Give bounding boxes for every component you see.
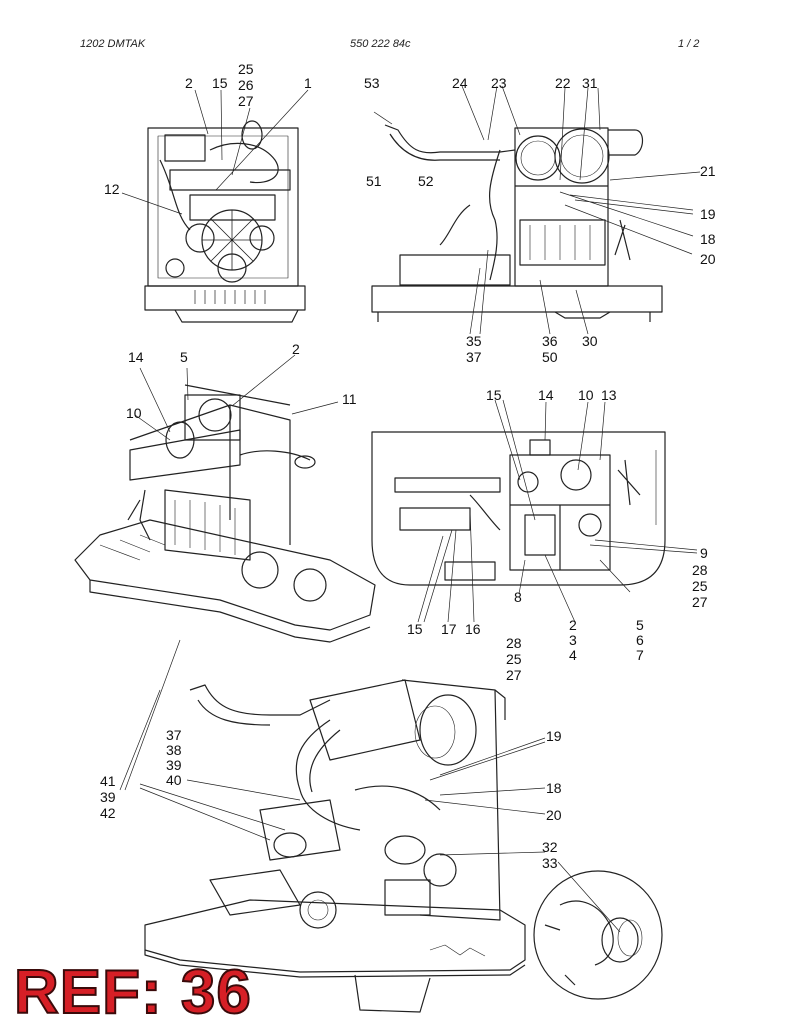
header-part-number: 550 222 84c: [350, 38, 411, 50]
callout-label: 6: [636, 632, 644, 648]
view-top: [371, 399, 698, 623]
callout-label: 30: [582, 333, 598, 349]
callouts-view-front: 2 15 25 26 27 1 12: [104, 61, 312, 197]
callout-label: 21: [700, 163, 716, 179]
callouts-view-top: 15 14 10 13 9 28 25 27 15 17 16 8 28 25 …: [407, 387, 708, 683]
callout-label: 23: [491, 75, 507, 91]
callout-label: 28: [506, 635, 522, 651]
callout-label: 8: [514, 589, 522, 605]
callout-label: 15: [486, 387, 502, 403]
callout-label: 11: [342, 391, 357, 407]
callout-label: 53: [364, 75, 380, 91]
callout-label: 18: [546, 780, 562, 796]
callout-label: 19: [546, 728, 562, 744]
callout-label: 38: [166, 742, 182, 758]
callout-label: 13: [601, 387, 617, 403]
callout-label: 39: [166, 757, 182, 773]
callout-label: 24: [452, 75, 468, 91]
callout-label: 25: [238, 61, 254, 77]
callout-label: 27: [692, 594, 708, 610]
callout-label: 5: [180, 349, 188, 365]
callout-label: 52: [418, 173, 434, 189]
callout-label: 16: [465, 621, 481, 637]
callout-label: 4: [569, 647, 577, 663]
callout-label: 39: [100, 789, 116, 805]
callout-label: 3: [569, 632, 577, 648]
callout-label: 36: [542, 333, 558, 349]
reference-label: REF: 36: [13, 958, 252, 1027]
view-isometric: [74, 354, 376, 643]
callout-label: 14: [128, 349, 144, 365]
callout-label: 22: [555, 75, 571, 91]
callout-label: 10: [126, 405, 142, 421]
view-side: [371, 85, 701, 335]
callout-label: 25: [506, 651, 522, 667]
callout-label: 14: [538, 387, 554, 403]
callout-label: 51: [366, 173, 382, 189]
callout-label: 26: [238, 77, 254, 93]
callout-label: 50: [542, 349, 558, 365]
callout-label: 27: [506, 667, 522, 683]
callout-label: 15: [407, 621, 423, 637]
callout-label: 20: [546, 807, 562, 823]
callout-label: 5: [636, 617, 644, 633]
callout-label: 17: [441, 621, 457, 637]
callout-label: 10: [578, 387, 594, 403]
callout-label: 28: [692, 562, 708, 578]
callout-label: 37: [166, 727, 182, 743]
callout-label: 18: [700, 231, 716, 247]
callout-label: 19: [700, 206, 716, 222]
callout-label: 27: [238, 93, 254, 109]
callout-label: 15: [212, 75, 228, 91]
callout-label: 42: [100, 805, 116, 821]
header-doc-id: 1202 DMTAK: [80, 38, 146, 50]
callout-label: 12: [104, 181, 120, 197]
callouts-view-rear: 37 38 39 40 41 39 42 19 18 20 32 33: [100, 727, 562, 871]
view-rear-isometric: [119, 639, 663, 1013]
callout-label: 35: [466, 333, 482, 349]
callout-label: 40: [166, 772, 182, 788]
header-page-number: 1 / 2: [678, 38, 700, 50]
callout-label: 25: [692, 578, 708, 594]
callout-label: 2: [292, 341, 300, 357]
callout-label: 7: [636, 647, 644, 663]
callout-label: 33: [542, 855, 558, 871]
callout-label: 2: [569, 617, 577, 633]
callout-label: 41: [100, 773, 116, 789]
callout-label: 9: [700, 545, 708, 561]
callout-label: 20: [700, 251, 716, 267]
view-front: [121, 89, 309, 323]
callout-label: 37: [466, 349, 482, 365]
callout-label: 31: [582, 75, 598, 91]
callout-label: 1: [304, 75, 312, 91]
callouts-view-side: 53 24 23 22 31 21 19 18 20 51 52 35 37 3…: [364, 75, 716, 365]
callout-label: 2: [185, 75, 193, 91]
callout-label: 32: [542, 839, 558, 855]
callouts-view-isometric: 14 5 2 11 10: [126, 341, 357, 421]
